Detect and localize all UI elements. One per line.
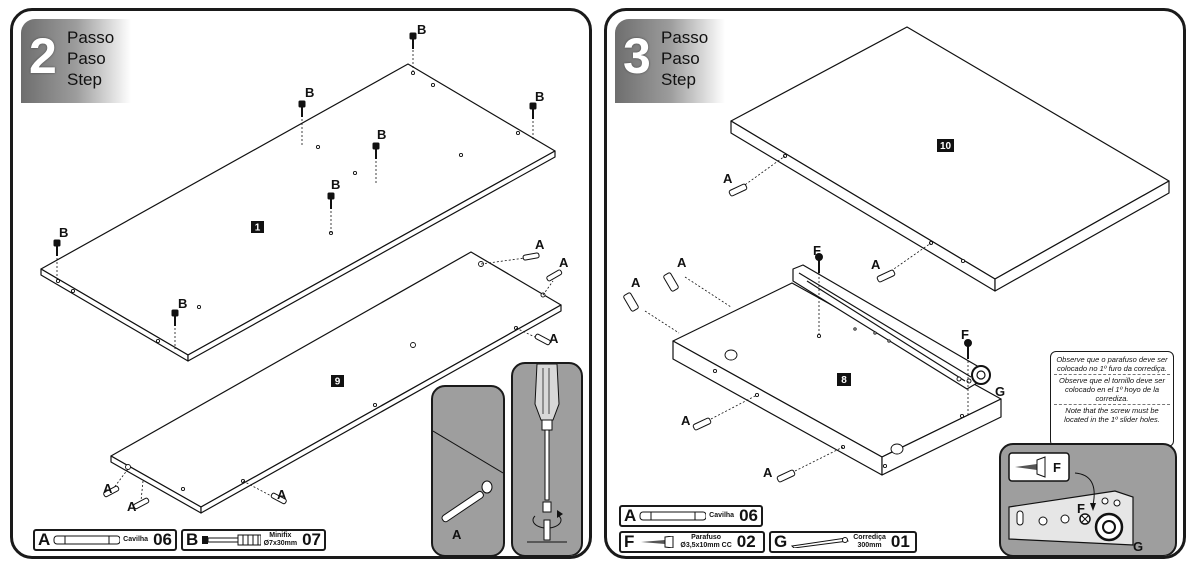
step-number: 3 xyxy=(623,28,651,84)
step-3-badge: 3 Passo Paso Step xyxy=(615,19,725,103)
label-a: A xyxy=(871,257,881,272)
board-10 xyxy=(730,26,1170,292)
legend-part-a: A Cavilha 06 xyxy=(619,505,763,527)
label-a: A xyxy=(681,413,691,428)
label-b: B xyxy=(178,296,187,311)
note-pt: Observe que o parafuso deve ser colocado… xyxy=(1056,355,1168,373)
legend-qty: 01 xyxy=(890,532,910,551)
label-b: B xyxy=(331,177,340,192)
inset-screwdriver-detail xyxy=(511,362,583,556)
label-a: A xyxy=(549,331,559,346)
board-1 xyxy=(40,63,556,362)
svg-text:8: 8 xyxy=(841,375,847,386)
legend-desc: Cavilha xyxy=(709,512,735,519)
step-3-drawing: A A A A A A F F G 10 8 xyxy=(623,26,1170,483)
legend-qty: 02 xyxy=(736,532,756,551)
legend-letter: F xyxy=(624,532,635,551)
dowel-icon xyxy=(53,535,121,545)
legend-qty: 06 xyxy=(739,506,758,525)
label-b: B xyxy=(535,89,544,104)
label-a: A xyxy=(535,237,545,252)
legend-letter: A xyxy=(38,530,51,549)
label-f: F xyxy=(961,327,969,342)
label-f: F xyxy=(1077,501,1085,516)
legend-letter: G xyxy=(774,532,788,551)
step-title: Passo Paso Step xyxy=(661,27,708,90)
legend-qty: 07 xyxy=(302,530,321,549)
dowel-icon xyxy=(639,511,707,521)
step-word-en: Step xyxy=(661,70,696,89)
inset-dowel-detail: A xyxy=(431,385,505,556)
label-f: F xyxy=(813,243,821,258)
legend-letter: B xyxy=(186,530,199,549)
step-2-drawing: B B B B B B B A A A A A A 1 9 xyxy=(40,22,569,514)
note-es: Observe que el tornillo deve ser colocad… xyxy=(1054,374,1170,404)
step-word-pt: Passo xyxy=(661,28,709,47)
board-8 xyxy=(672,282,1002,476)
label-b: B xyxy=(377,127,386,142)
legend-qty: 06 xyxy=(153,530,172,549)
step-number: 2 xyxy=(29,28,57,84)
label-a: A xyxy=(452,527,462,542)
slider-g xyxy=(792,264,991,390)
label-a: A xyxy=(723,171,733,186)
step-word-pt: Passo xyxy=(67,28,115,47)
step-word-es: Paso xyxy=(67,49,106,68)
label-a: A xyxy=(277,487,287,502)
step-word-en: Step xyxy=(67,70,102,89)
screw-position-note: Observe que o parafuso deve ser colocado… xyxy=(1050,351,1174,447)
label-f: F xyxy=(1053,460,1061,475)
legend-letter: A xyxy=(624,506,637,525)
step-2-panel: 2 Passo Paso Step xyxy=(10,8,592,559)
inset-slider-detail: F F G xyxy=(999,443,1177,556)
part-number-8: 8 xyxy=(837,373,851,386)
svg-text:10: 10 xyxy=(940,141,952,152)
step-word-es: Paso xyxy=(661,49,700,68)
label-a: A xyxy=(763,465,773,480)
label-b: B xyxy=(59,225,68,240)
label-b: B xyxy=(417,22,426,37)
screw-icon xyxy=(641,536,674,548)
label-a: A xyxy=(103,481,113,496)
step-3-panel: 3 Passo Paso Step xyxy=(604,8,1186,559)
legend-desc: Cavilha xyxy=(123,536,149,543)
label-a: A xyxy=(677,255,687,270)
part-number-9: 9 xyxy=(331,375,344,388)
slider-icon xyxy=(791,537,850,548)
label-a: A xyxy=(631,275,641,290)
label-g: G xyxy=(1133,539,1143,554)
label-b: B xyxy=(305,85,314,100)
label-a: A xyxy=(127,499,137,514)
svg-text:9: 9 xyxy=(335,377,341,388)
step-2-badge: 2 Passo Paso Step xyxy=(21,19,131,103)
label-g: G xyxy=(995,384,1005,399)
minifix-screw-icon xyxy=(202,534,261,546)
note-en: Note that the screw must be located in t… xyxy=(1054,404,1170,425)
legend-part-a: A Cavilha 06 xyxy=(33,529,177,551)
svg-text:1: 1 xyxy=(255,223,261,234)
part-number-10: 10 xyxy=(937,139,954,152)
label-a: A xyxy=(559,255,569,270)
step-title: Passo Paso Step xyxy=(67,27,114,90)
part-number-1: 1 xyxy=(251,221,264,234)
